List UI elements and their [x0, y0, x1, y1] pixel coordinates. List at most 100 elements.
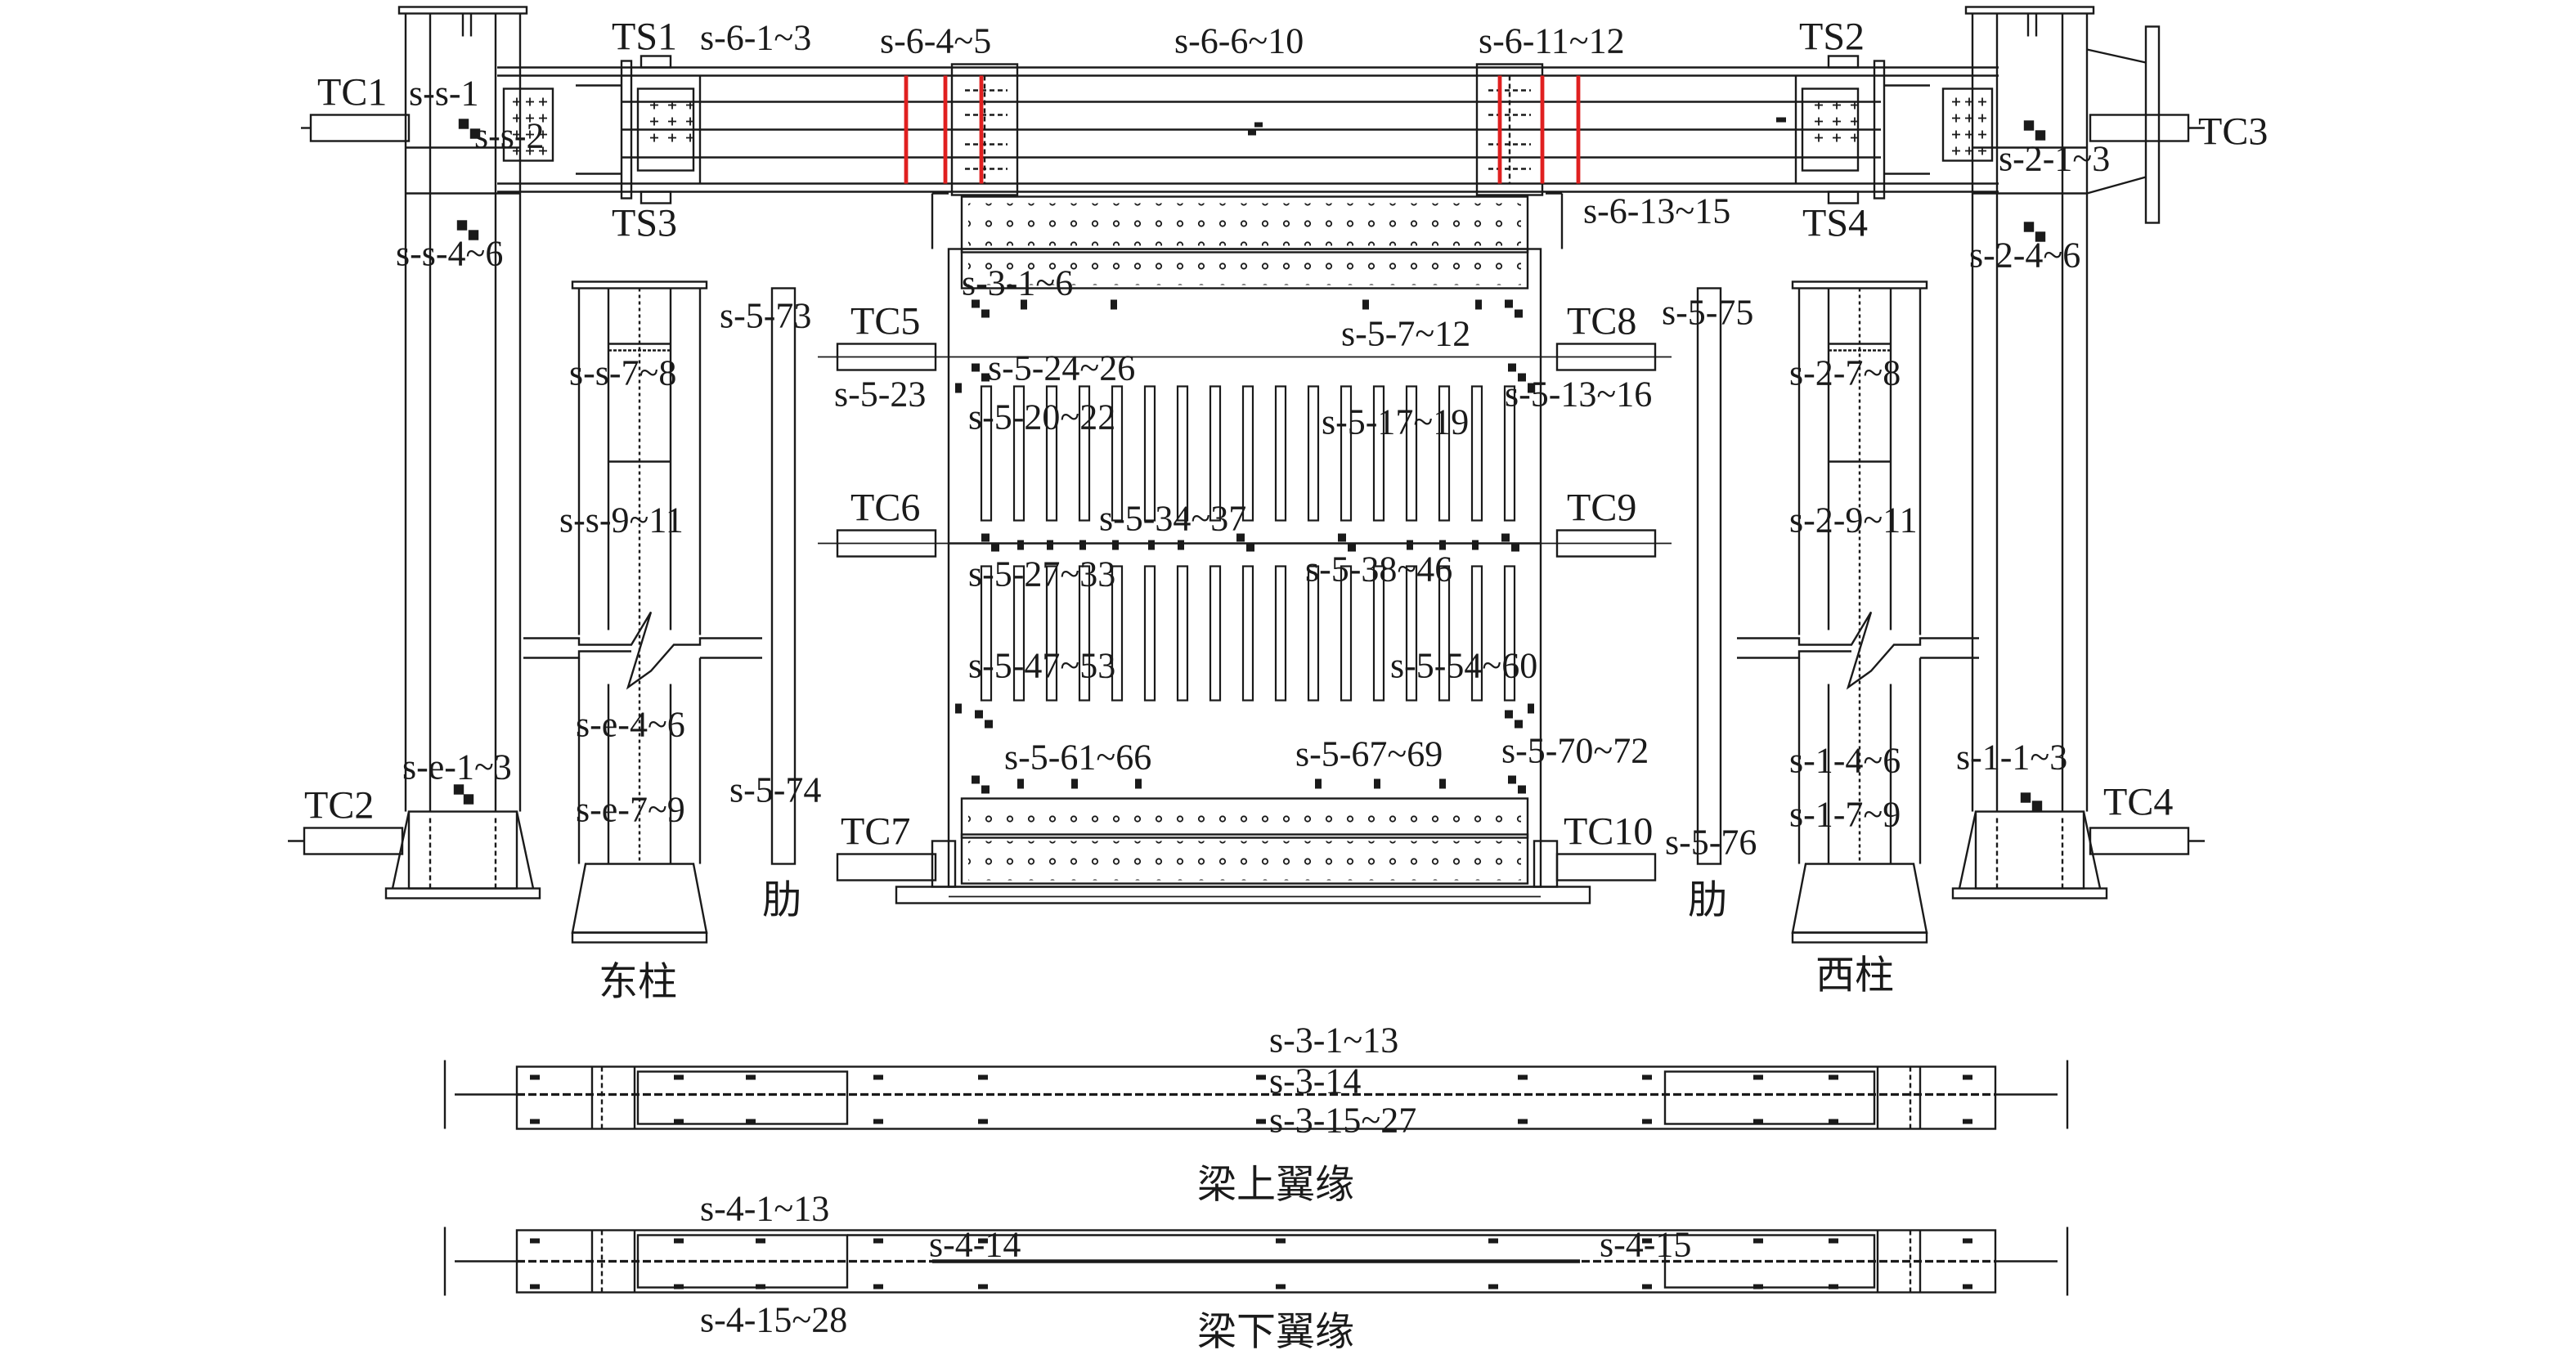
label-s-3-15-27: s-3-15~27 — [1269, 1101, 1416, 1141]
label-s-2-9-11: s-2-9~11 — [1789, 500, 1918, 540]
label-s-3-1-13: s-3-1~13 — [1269, 1020, 1398, 1061]
label-s-5-76: s-5-76 — [1665, 823, 1757, 863]
gauge-mark — [873, 1119, 883, 1124]
gauge-mark — [1753, 1119, 1763, 1124]
gauge-mark — [1642, 1119, 1652, 1124]
label-tc4: TC4 — [2103, 781, 2173, 824]
rib-left — [770, 287, 797, 865]
label-tc8: TC8 — [1567, 300, 1636, 343]
rib-right — [1696, 287, 1722, 865]
gauge-mark — [530, 1119, 540, 1124]
gauge-mark — [1963, 1119, 1972, 1124]
top-flange-strip — [443, 1060, 2069, 1130]
label-s-5-75: s-5-75 — [1662, 293, 1753, 333]
label-s-2-1-3: s-2-1~3 — [1999, 139, 2110, 179]
label-s-4-1-13: s-4-1~13 — [700, 1189, 829, 1229]
gauge-mark — [978, 1119, 988, 1124]
label-s-e-7-9: s-e-7~9 — [576, 790, 685, 830]
label-s-6-11-12: s-6-11~12 — [1479, 21, 1625, 61]
label-s-5-23: s-5-23 — [834, 375, 926, 415]
label-s-5-7-12: s-5-7~12 — [1341, 314, 1470, 354]
bolt-row — [968, 203, 1521, 246]
label-s-1-4-6: s-1-4~6 — [1789, 741, 1901, 781]
label-s-6-13-15: s-6-13~15 — [1583, 191, 1730, 231]
bolt-marks — [513, 97, 1986, 155]
label-s-3-1-6: s-3-1~6 — [962, 263, 1073, 303]
gauge-mark — [978, 1284, 988, 1290]
gauge-mark — [873, 1238, 883, 1244]
gauge-mark — [530, 1284, 540, 1290]
gauge-mark — [746, 1074, 756, 1080]
red-strain-gauge-lines — [904, 75, 1581, 184]
label-s-6-6-10: s-6-6~10 — [1174, 21, 1304, 61]
wall-slots-lower — [980, 565, 1516, 702]
label-rib-left: 肋 — [762, 879, 801, 922]
label-s-4-15-28: s-4-15~28 — [700, 1300, 847, 1340]
label-s-4-14: s-4-14 — [929, 1225, 1021, 1265]
label-s-5-61-66: s-5-61~66 — [1004, 738, 1151, 778]
gauge-mark — [1829, 1284, 1838, 1290]
label-s-1-1-3: s-1-1~3 — [1956, 738, 2067, 778]
flange-gauge-marks — [530, 1074, 1972, 1290]
label-ts3: TS3 — [612, 202, 677, 245]
gauge-mark — [978, 1238, 988, 1244]
gauge-mark — [1642, 1074, 1652, 1080]
label-s-1-7-9: s-1-7~9 — [1789, 795, 1901, 835]
label-s-5-54-60: s-5-54~60 — [1390, 646, 1537, 686]
label-bottom-flange: 梁下翼缘 — [1197, 1311, 1354, 1354]
label-s-5-74: s-5-74 — [729, 770, 821, 810]
label-s-2-7-8: s-2-7~8 — [1789, 353, 1901, 393]
label-ts4: TS4 — [1802, 202, 1868, 245]
west-side-column — [1737, 280, 1979, 944]
label-s-5-24-26: s-5-24~26 — [988, 348, 1135, 388]
gauge-mark — [1829, 1074, 1838, 1080]
label-s-s-1: s-s-1 — [409, 74, 479, 114]
label-s-5-17-19: s-5-17~19 — [1322, 402, 1469, 442]
label-s-5-13-16: s-5-13~16 — [1505, 375, 1652, 415]
label-s-5-20-22: s-5-20~22 — [968, 397, 1115, 437]
gauge-mark — [1829, 1238, 1838, 1244]
label-s-s-9-11: s-s-9~11 — [559, 500, 684, 540]
gauge-mark — [1963, 1238, 1972, 1244]
gauge-mark — [978, 1074, 988, 1080]
label-s-3-14: s-3-14 — [1269, 1061, 1361, 1101]
gauge-mark — [1488, 1284, 1498, 1290]
gauge-mark — [1276, 1238, 1286, 1244]
label-tc5: TC5 — [850, 300, 920, 343]
gauge-mark — [1642, 1284, 1652, 1290]
label-top-flange: 梁上翼缘 — [1197, 1164, 1354, 1207]
gauge-mark — [530, 1074, 540, 1080]
label-s-6-1-3: s-6-1~3 — [700, 18, 811, 58]
gauge-mark — [756, 1238, 765, 1244]
gauge-mark — [1276, 1284, 1286, 1290]
label-s-5-47-53: s-5-47~53 — [968, 646, 1115, 686]
label-s-6-4-5: s-6-4~5 — [880, 21, 991, 61]
label-tc10: TC10 — [1564, 810, 1653, 854]
bottom-flange-strip — [443, 1227, 2069, 1296]
steel-plate-wall — [818, 195, 1672, 904]
label-tc3: TC3 — [2198, 110, 2268, 154]
gauge-mark — [1963, 1284, 1972, 1290]
label-rib-right: 肋 — [1688, 879, 1727, 922]
bolt-row — [968, 801, 1521, 835]
bolt-row — [968, 841, 1521, 881]
displacement-transducers — [288, 114, 2205, 881]
gauge-mark — [873, 1284, 883, 1290]
gauge-mark — [1829, 1119, 1838, 1124]
labels: TS1 TS2 TS3 TS4 TC1 TC2 TC3 TC4 TC5 TC6 … — [304, 16, 2268, 1354]
label-ts1: TS1 — [612, 16, 677, 59]
gauge-mark — [746, 1119, 756, 1124]
bolt-row — [968, 255, 1521, 285]
gauge-mark — [873, 1074, 883, 1080]
label-s-s-7-8: s-s-7~8 — [569, 353, 676, 393]
wall-slots-upper — [980, 385, 1516, 522]
gauge-mark — [1518, 1074, 1528, 1080]
top-beam — [497, 55, 1999, 249]
label-tc2: TC2 — [304, 784, 374, 828]
label-tc1: TC1 — [317, 71, 387, 114]
label-s-s-2: s-s-2 — [474, 116, 545, 156]
gauge-mark — [1753, 1238, 1763, 1244]
west-main-column — [1951, 6, 2161, 899]
gauge-mark — [674, 1074, 684, 1080]
